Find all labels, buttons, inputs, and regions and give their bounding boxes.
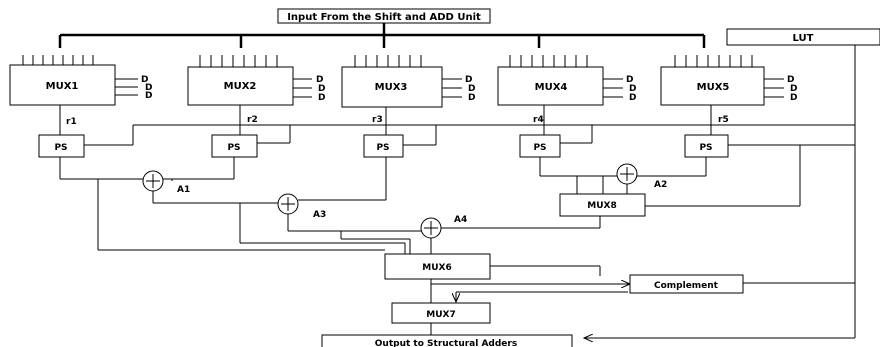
ps3: PS <box>363 134 404 158</box>
adder-a2-label: A2 <box>654 180 667 190</box>
ps5: PS <box>684 134 729 158</box>
label-r3: r3 <box>372 115 383 125</box>
mux4: MUX4 D D D <box>497 55 636 106</box>
adder-a3: A3 <box>277 193 326 220</box>
mux6-label: MUX6 <box>422 263 451 273</box>
mux4-box <box>497 66 604 106</box>
lut-control-lines <box>84 124 855 146</box>
mux5-port-d2: D <box>790 84 797 94</box>
ps1-label: PS <box>54 143 67 153</box>
output-box <box>321 334 573 347</box>
lut: LUT <box>726 28 880 46</box>
label-r5: r5 <box>718 115 729 125</box>
ps3-box <box>363 134 404 158</box>
mux1-box <box>9 64 116 106</box>
mux4-input-pins <box>509 55 588 67</box>
mux2: MUX2 D D D <box>187 55 325 106</box>
mux3-label: MUX3 <box>375 82 408 93</box>
bus-taps <box>58 35 706 48</box>
ps4: PS <box>519 134 561 158</box>
lut-label: LUT <box>793 33 814 44</box>
mux1-label: MUX1 <box>46 81 79 92</box>
mux3-input-pins <box>354 55 422 67</box>
adder-a3-label: A3 <box>313 210 326 220</box>
mux4-port-d2: D <box>629 84 636 94</box>
adder-a1: A1 <box>142 170 190 195</box>
mux4-port-d3: D <box>629 93 636 103</box>
label-r2: r2 <box>247 115 258 125</box>
mux4-label: MUX4 <box>535 82 568 93</box>
complement: Complement <box>629 274 744 294</box>
mux3-port-d1: D <box>465 75 472 85</box>
mux3-port-d3: D <box>468 93 475 103</box>
adder-a2: A2 <box>616 163 667 190</box>
output-label: Output to Structural Adders <box>375 339 517 347</box>
mux5-box <box>660 66 765 106</box>
mux5-port-d3: D <box>790 93 797 103</box>
mux4-port-d1: D <box>626 75 633 85</box>
datapath-wires <box>59 145 855 339</box>
ps1-box <box>38 134 85 158</box>
input-header: Input From the Shift and ADD Unit <box>277 8 491 24</box>
mux3-box <box>341 66 443 108</box>
mux1-input-pins <box>22 55 94 65</box>
label-r4: r4 <box>533 115 544 125</box>
mux1-port-d1: D <box>141 75 148 85</box>
mux6: MUX6 <box>384 253 491 280</box>
ps5-label: PS <box>699 143 712 153</box>
mux8: MUX8 <box>559 193 646 217</box>
mux2-input-pins <box>199 55 278 67</box>
mux8-box <box>559 193 646 217</box>
mux2-port-d2: D <box>318 84 325 94</box>
ps1: PS <box>38 134 85 158</box>
output: Output to Structural Adders <box>321 334 573 347</box>
mux2-box <box>187 66 294 106</box>
ps2: PS <box>211 134 258 158</box>
mux7-box <box>391 302 491 324</box>
mux7: MUX7 <box>391 302 491 324</box>
input-header-label: Input From the Shift and ADD Unit <box>287 12 481 23</box>
label-r1: r1 <box>66 117 77 127</box>
ps4-label: PS <box>533 143 546 153</box>
complement-label: Complement <box>654 281 719 291</box>
ps2-label: PS <box>227 143 240 153</box>
adder-a4-label: A4 <box>454 215 467 225</box>
mux7-label: MUX7 <box>426 310 455 320</box>
lut-box <box>726 28 880 46</box>
mux3: MUX3 D D D <box>341 55 475 108</box>
mux1-port-d2: D <box>145 83 152 93</box>
mux1-port-d3: D <box>145 91 152 101</box>
mux5-port-d1: D <box>787 75 794 85</box>
mux5: MUX5 D D D <box>660 55 797 106</box>
complement-box <box>629 274 744 294</box>
adder-a4: A4 <box>420 215 467 239</box>
ps3-label: PS <box>376 143 389 153</box>
mux5-label: MUX5 <box>697 82 730 93</box>
mux6-box <box>384 253 491 280</box>
mux1: MUX1 D D D <box>9 55 152 106</box>
mux2-port-d1: D <box>316 75 323 85</box>
mux5-input-pins <box>674 55 753 67</box>
mux2-port-d3: D <box>318 93 325 103</box>
mux3-port-d2: D <box>468 84 475 94</box>
mux2-label: MUX2 <box>224 81 257 92</box>
adder-a1-label: A1 <box>177 185 190 195</box>
mux8-label: MUX8 <box>587 201 616 211</box>
